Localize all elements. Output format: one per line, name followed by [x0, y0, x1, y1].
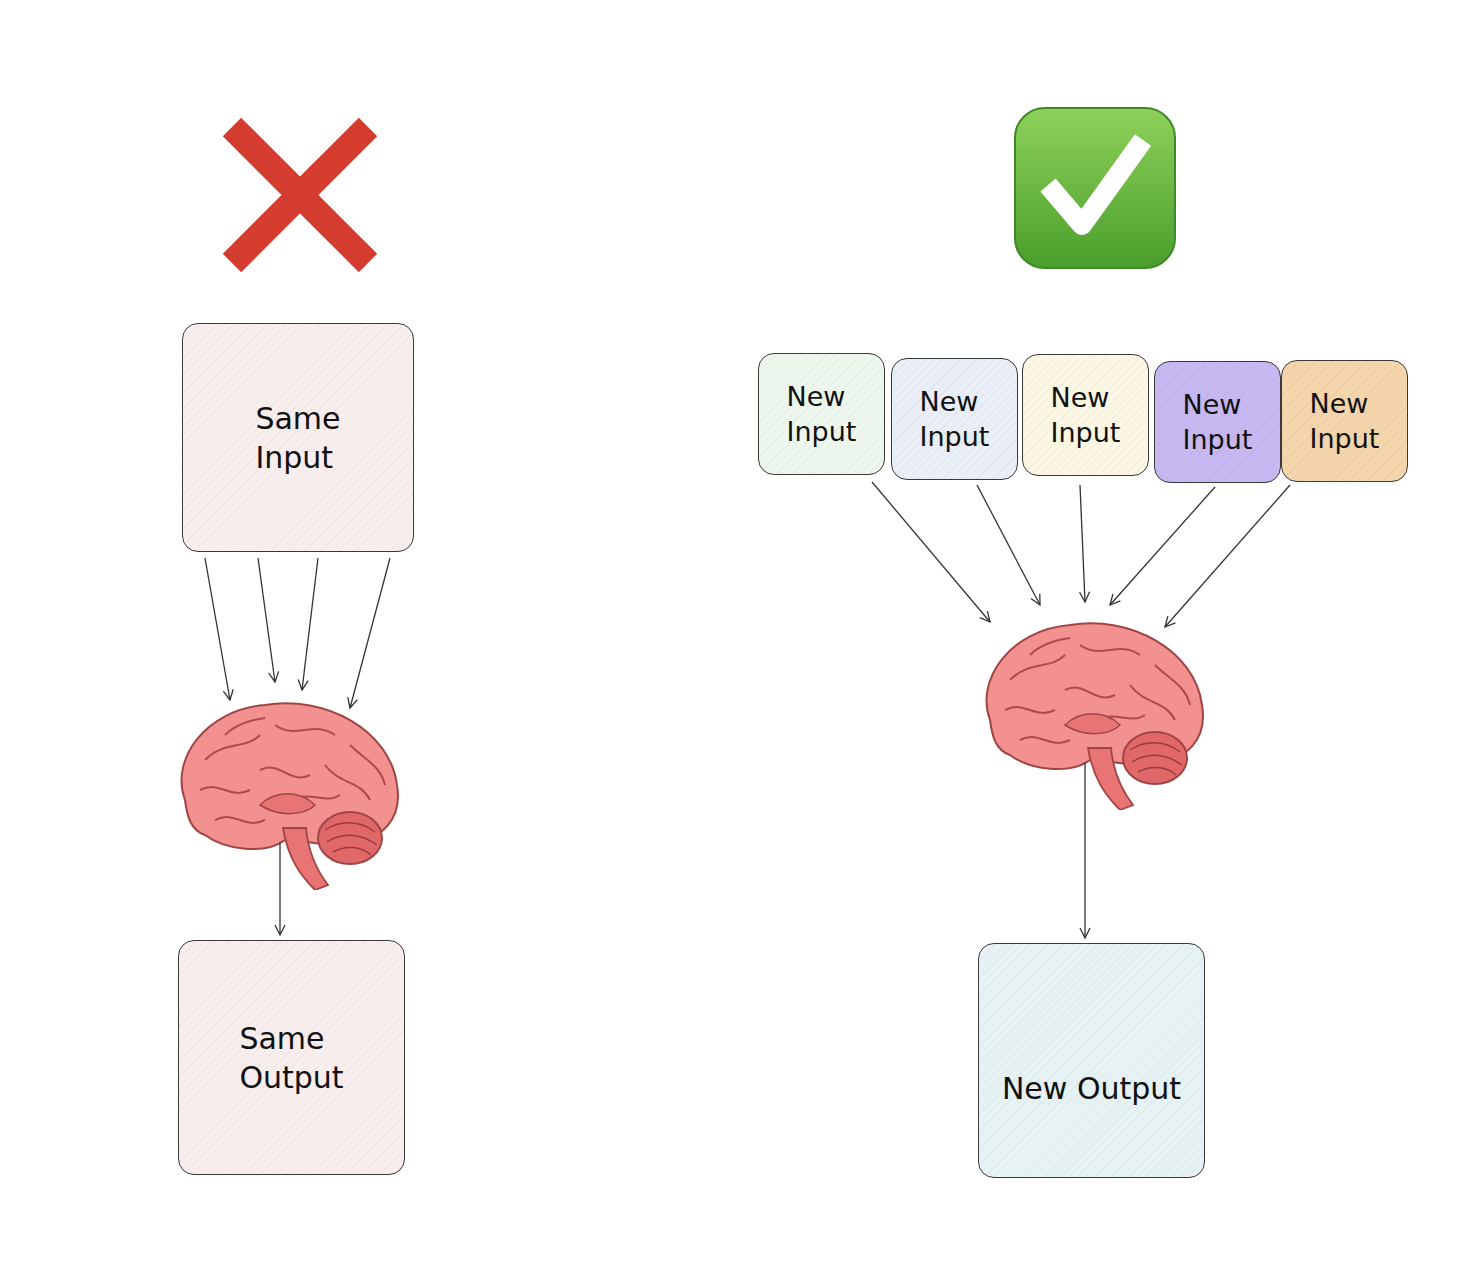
cross-mark [232, 127, 368, 263]
process-box: Same Input [182, 323, 414, 552]
box-label: New Input [1051, 380, 1121, 450]
process-box: New Input [1281, 360, 1408, 482]
box-label: New Input [1310, 386, 1380, 456]
brain-illustration [987, 623, 1203, 810]
process-box: New Output [978, 943, 1205, 1178]
check-mark [1015, 108, 1175, 268]
box-label: New Input [787, 379, 857, 449]
brain-illustration [182, 703, 398, 890]
process-box: New Input [1154, 361, 1281, 483]
process-box: New Input [1022, 354, 1149, 476]
process-box: New Input [891, 358, 1018, 480]
box-label: New Input [920, 384, 990, 454]
process-box: Same Output [178, 940, 405, 1175]
box-label: New Output [1002, 1069, 1181, 1108]
box-label: Same Output [239, 1019, 343, 1097]
process-box: New Input [758, 353, 885, 475]
box-label: New Input [1183, 387, 1253, 457]
box-label: Same Input [255, 399, 340, 477]
